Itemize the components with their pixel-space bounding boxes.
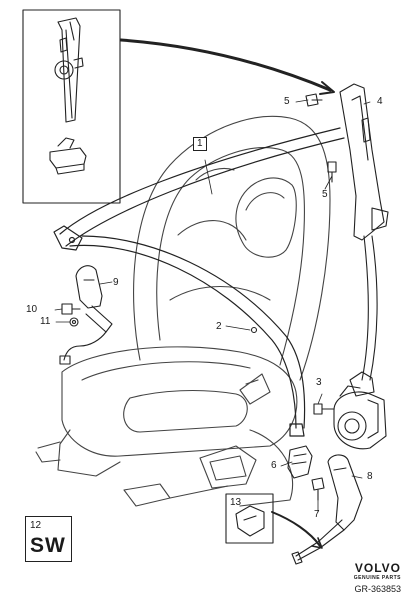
reference-code: GR-363853 (354, 584, 401, 594)
belt-guide-clip (287, 445, 313, 479)
callout-7: 7 (314, 509, 320, 520)
genuine-parts-label: GENUINE PARTS (353, 575, 401, 581)
callout-10: 10 (26, 304, 38, 315)
inset-detail-box (22, 9, 121, 204)
callout-8: 8 (367, 471, 373, 482)
callout-5b: 5 (322, 189, 328, 200)
retractor-unit (333, 385, 387, 450)
volvo-logo: VOLVO (354, 561, 401, 575)
leader-lines (54, 99, 371, 513)
belt-webbing (53, 127, 345, 437)
inset-part-13 (225, 493, 323, 549)
callout-12: 12 (30, 520, 42, 531)
screws (61, 93, 337, 501)
floor-buckle (291, 454, 363, 565)
callout-11: 11 (40, 316, 51, 327)
callout-6: 6 (271, 460, 277, 471)
callout-1: 1 (193, 137, 207, 151)
callout-5a: 5 (284, 96, 290, 107)
buckle-with-wiring (59, 265, 113, 365)
seat-outline (35, 115, 331, 507)
callout-3: 3 (316, 377, 322, 388)
callout-13: 13 (230, 497, 242, 508)
upper-anchor-rail (339, 83, 389, 397)
callout-4: 4 (377, 96, 383, 107)
callout-2: 2 (216, 321, 222, 332)
sw-label: SW (30, 534, 66, 557)
callout-9: 9 (113, 277, 119, 288)
sw-variant-box: 12 SW (25, 516, 72, 562)
